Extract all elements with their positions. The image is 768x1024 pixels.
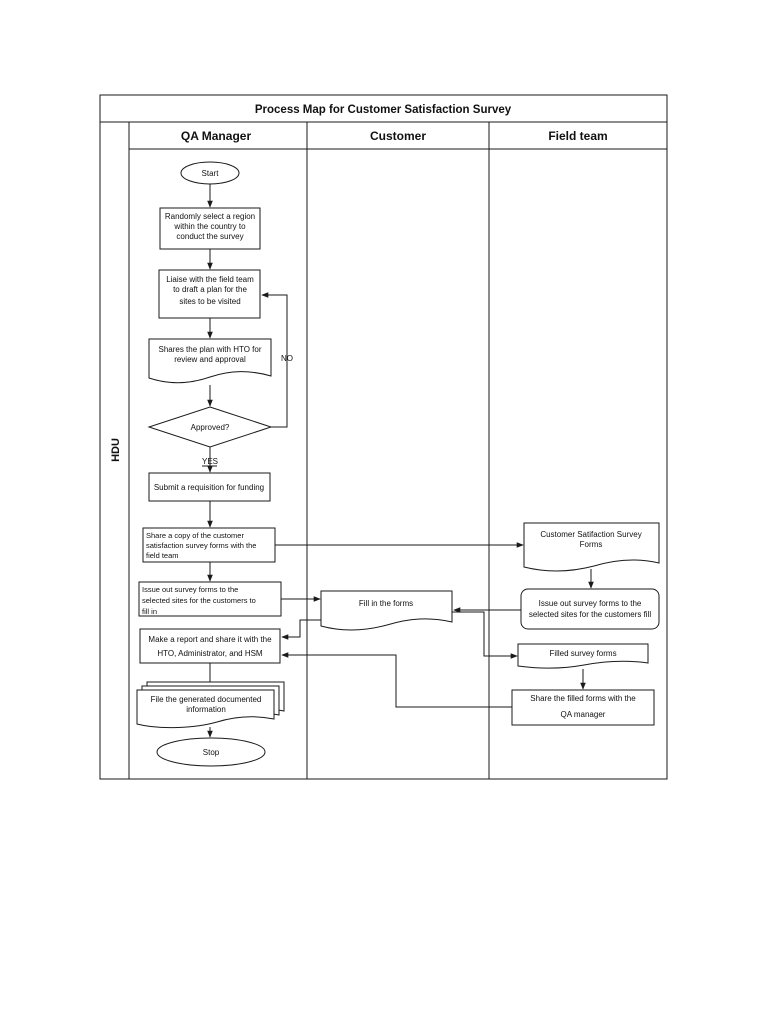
report-line-1: Make a report and share it with the [148, 635, 272, 644]
select-region-step: Randomly select a region within the coun… [159, 207, 261, 250]
liaise-line-3: sites to be visited [179, 297, 240, 306]
swimlane-frame [99, 94, 668, 780]
pool-label-hdu: HDU [110, 438, 122, 462]
share-plan-line-1: Shares the plan with HTO for [158, 345, 261, 354]
select-region-line-3: conduct the survey [176, 232, 243, 241]
liaise-line-2: to draft a plan for the [173, 285, 247, 294]
issue-forms-qa-line-1: Issue out survey forms to the [142, 585, 238, 594]
issue-forms-field-line-1: Issue out survey forms to the [539, 599, 642, 608]
diagram-title: Process Map for Customer Satisfaction Su… [255, 104, 512, 116]
lane-header-qa-manager: QA Manager [181, 129, 252, 143]
share-copy-line-2: satisfaction survey forms with the [146, 541, 256, 550]
edge-fill-to-report [281, 619, 321, 640]
share-copy-step: Share a copy of the customer satisfactio… [142, 527, 276, 563]
issue-forms-qa-line-3: fill in [142, 607, 157, 616]
file-docs-line-2: information [186, 705, 226, 714]
fill-forms-label: Fill in the forms [359, 599, 413, 608]
share-copy-line-1: Share a copy of the customer [146, 531, 244, 540]
select-region-line-2: within the country to [173, 222, 246, 231]
share-plan-document: Shares the plan with HTO for review and … [148, 338, 272, 384]
approved-decision: Approved? [147, 406, 273, 448]
liaise-step: Liaise with the field team to draft a pl… [158, 269, 261, 319]
issue-forms-qa-line-2: selected sites for the customers to [142, 596, 256, 605]
issue-forms-field-step: Issue out survey forms to the selected s… [520, 588, 660, 630]
share-filled-line-1: Share the filled forms with the [530, 694, 636, 703]
fill-forms-document: Fill in the forms [320, 590, 453, 631]
share-plan-line-2: review and approval [174, 355, 246, 364]
stop-node: Stop [156, 737, 266, 767]
csat-forms-line-1: Customer Satifaction Survey [540, 530, 641, 539]
liaise-line-1: Liaise with the field team [166, 275, 254, 284]
csat-forms-document: Customer Satifaction Survey Forms [523, 522, 660, 572]
edge-approved-no-loop [261, 292, 288, 428]
requisition-step: Submit a requisition for funding [148, 472, 271, 502]
no-label: NO [281, 354, 293, 363]
file-documents-multidoc: File the generated documented informatio… [136, 681, 285, 729]
requisition-label: Submit a requisition for funding [154, 483, 264, 492]
share-filled-step: Share the filled forms with the QA manag… [511, 689, 655, 726]
yes-label: YES [202, 457, 218, 466]
lane-header-customer: Customer [370, 129, 426, 143]
approved-label: Approved? [191, 423, 230, 432]
issue-forms-qa-step: Issue out survey forms to the selected s… [138, 581, 282, 617]
stop-label: Stop [203, 748, 220, 757]
edge-fill-to-filled-forms [452, 611, 518, 659]
share-copy-line-3: field team [146, 551, 179, 560]
lane-header-field-team: Field team [548, 129, 607, 143]
report-line-2: HTO, Administrator, and HSM [157, 649, 263, 658]
csat-forms-line-2: Forms [580, 540, 603, 549]
share-filled-line-2: QA manager [561, 710, 606, 719]
issue-forms-field-line-2: selected sites for the customers fill [529, 610, 651, 619]
filled-forms-document: Filled survey forms [517, 643, 649, 669]
start-label: Start [202, 169, 220, 178]
select-region-line-1: Randomly select a region [165, 212, 255, 221]
report-step: Make a report and share it with the HTO,… [139, 628, 281, 664]
start-node: Start [180, 161, 240, 185]
edge-share-filled-to-report [281, 652, 512, 708]
filled-forms-label: Filled survey forms [549, 649, 616, 658]
file-docs-line-1: File the generated documented [151, 695, 262, 704]
